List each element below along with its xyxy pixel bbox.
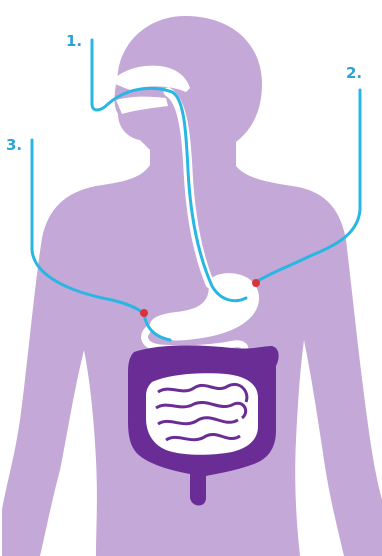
- small-intestine-icon: [146, 373, 258, 455]
- route-3-label: 3.: [6, 136, 22, 154]
- jejunostomy-insertion-point: [140, 309, 148, 317]
- gastrostomy-insertion-point: [252, 279, 260, 287]
- route-1-label: 1.: [66, 32, 82, 50]
- route-2-label: 2.: [346, 64, 362, 82]
